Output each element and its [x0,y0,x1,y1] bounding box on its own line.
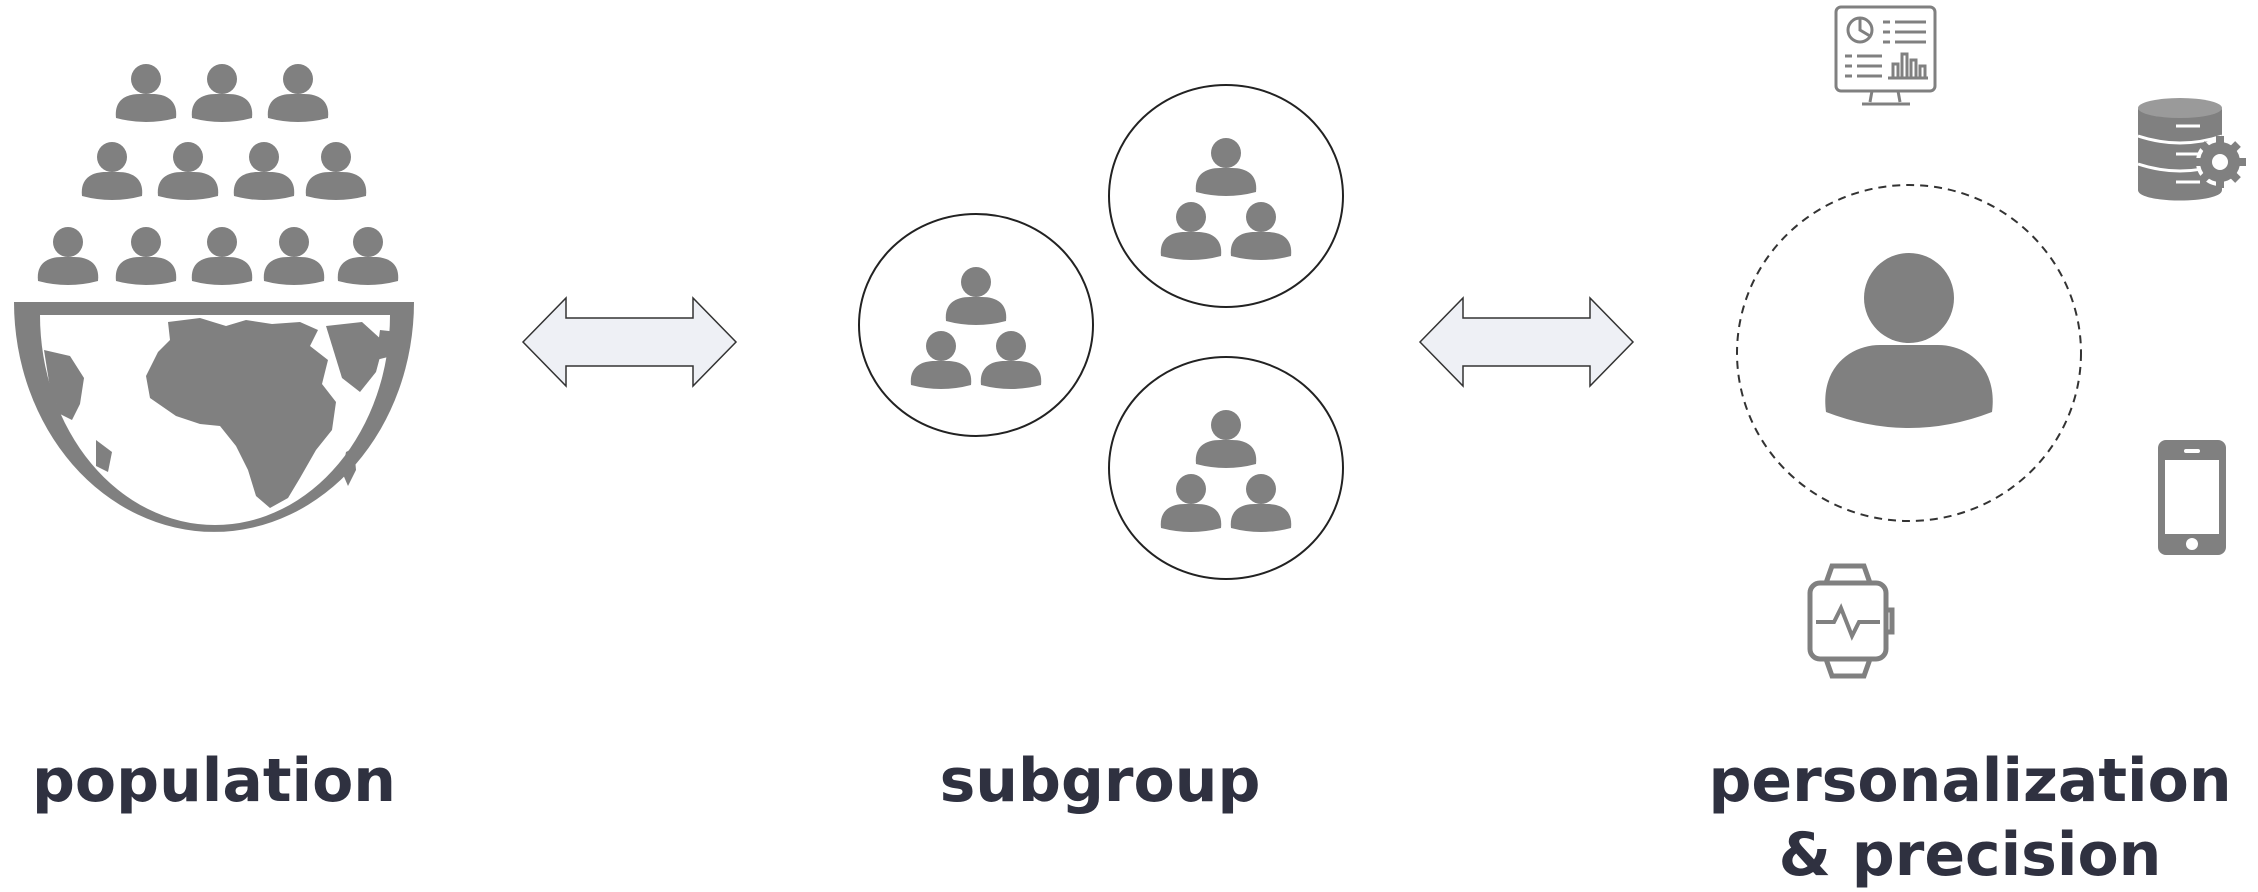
person-icon [233,142,295,200]
person-icon [115,64,177,122]
person-icon [191,64,253,122]
individual-circle [1736,184,2082,522]
double-arrow-icon [521,296,738,388]
smartwatch-icon [1807,563,1895,679]
personalization-label-line1: personalization [1708,746,2232,816]
person-icon [1825,253,1993,428]
person-icon [81,142,143,200]
person-icon [263,227,325,285]
subgroup-circle [1108,356,1344,580]
globe-icon [14,302,414,532]
subgroup-circle [1108,84,1344,308]
population-crowd [37,64,399,285]
person-icon [37,227,99,285]
population-label: population [31,746,397,816]
personalization-label: personalization & precision [1700,744,2240,892]
person-icon [157,142,219,200]
double-arrow-icon [1418,296,1635,388]
database-gear-icon [2137,98,2246,201]
person-icon [191,227,253,285]
person-icon [337,227,399,285]
person-icon [305,142,367,200]
subgroup-circle [858,213,1094,437]
person-icon [115,227,177,285]
dashboard-monitor-icon [1834,5,1937,106]
personalization-label-line2: & precision [1778,820,2162,890]
subgroup-label: subgroup [939,746,1261,816]
smartphone-icon [2158,440,2226,555]
person-icon [267,64,329,122]
